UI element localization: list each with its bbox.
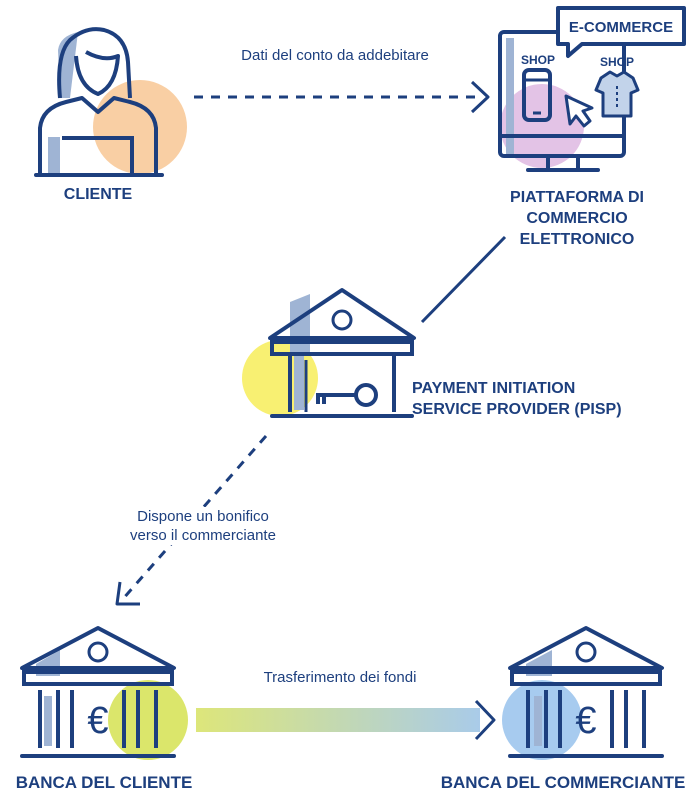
euro-symbol-cliente: € bbox=[87, 700, 108, 742]
euro-symbol-commerciante: € bbox=[575, 700, 596, 742]
monitor-icon bbox=[498, 6, 686, 172]
banca-commerciante-building-icon bbox=[502, 626, 664, 760]
edge-bonifico-label: Dispone un bonifico verso il commerciant… bbox=[88, 507, 318, 545]
edge-trasferimento-arrow bbox=[196, 699, 496, 741]
piattaforma-label-line: PIATTAFORMA DI bbox=[510, 189, 644, 206]
banca-cliente-building-icon bbox=[20, 626, 188, 760]
piattaforma-label-line: COMMERCIO bbox=[526, 210, 628, 227]
edge-dati-label: Dati del conto da addebitare bbox=[241, 47, 429, 64]
pisp-building-icon bbox=[242, 288, 416, 418]
banca-cliente-label: BANCA DEL CLIENTE bbox=[15, 773, 193, 792]
edge-trasferimento-label: Trasferimento dei fondi bbox=[263, 669, 417, 686]
edge-bonifico-label-line: Dispone un bonifico bbox=[137, 508, 269, 525]
edge-dati-arrow bbox=[194, 80, 490, 114]
ecommerce-badge-text: E-COMMERCE bbox=[569, 19, 673, 36]
pisp-label-line: PAYMENT INITIATION bbox=[412, 380, 576, 397]
pisp-label-line: SERVICE PROVIDER (PISP) bbox=[412, 401, 622, 418]
edge-piattaforma-pisp bbox=[420, 235, 507, 324]
person-icon bbox=[34, 27, 187, 177]
piattaforma-label-line: ELETTRONICO bbox=[519, 231, 635, 248]
piattaforma-label: PIATTAFORMA DI COMMERCIO ELETTRONICO bbox=[470, 187, 684, 250]
pisp-label: PAYMENT INITIATION SERVICE PROVIDER (PIS… bbox=[412, 378, 688, 420]
banca-commerciante-label: BANCA DEL COMMERCIANTE bbox=[440, 773, 686, 792]
shop-label-left: SHOP bbox=[521, 53, 555, 67]
cliente-label: CLIENTE bbox=[63, 186, 133, 203]
edge-bonifico-label-line: verso il commerciante bbox=[130, 527, 276, 544]
shop-label-right: SHOP bbox=[600, 55, 634, 69]
